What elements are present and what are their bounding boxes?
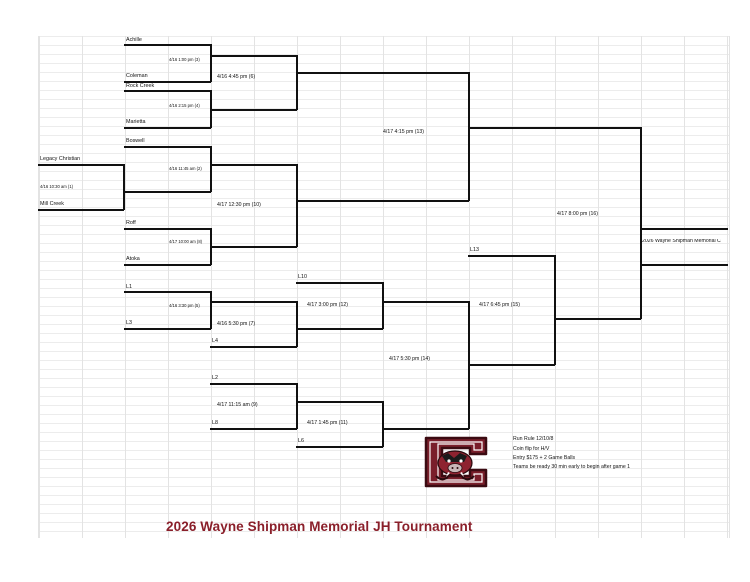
team-marietta: Marietta [126,119,146,125]
slot-l13: L13 [470,247,479,253]
team-atoka: Atoka [126,256,140,262]
note-entry-fee: Entry $175 + 2 Game Balls [513,455,576,461]
game-9-label: 4/17 11:15 am (9) [217,402,258,408]
slot-l6: L6 [298,438,304,444]
slot-l4: L4 [212,338,218,344]
razorback-c-logo-icon [420,432,492,492]
game-7-label: 4/16 5:30 pm (7) [217,321,256,327]
game-13-label: 4/17 4:15 pm (13) [383,129,424,135]
note-coin-flip: Coin flip for H/V [513,446,550,452]
team-boswell: Boswell [126,138,145,144]
game-15-label: 4/17 6:45 pm (15) [479,302,520,308]
team-coleman: Coleman [126,73,148,79]
slot-l3: L3 [126,320,132,326]
slot-l1: L1 [126,284,132,290]
team-rock-creek: Rock Creek [126,83,155,89]
team-roff: Roff [126,220,136,226]
game-11-label: 4/17 1:45 pm (11) [307,420,348,426]
slot-l2: L2 [212,375,218,381]
game-1-label: 4/16 10:30 am (1) [40,184,74,189]
team-legacy-christian: Legacy Christian [40,156,81,162]
spreadsheet-grid [38,36,730,538]
game-14-label: 4/17 5:30 pm (14) [389,356,430,362]
game-16-label: 4/17 8:00 pm (16) [557,211,598,217]
game-5-label: 4/16 3:30 pm (5) [169,303,200,308]
game-12-label: 4/17 3:00 pm (12) [307,302,348,308]
game-10-label: 4/17 12:30 pm (10) [217,202,261,208]
champion-label: 2026 Wayne Shipman Memorial C [642,239,721,244]
game-8-label: 4/17 10:00 am (8) [169,239,203,244]
page-title: 2026 Wayne Shipman Memorial JH Tournamen… [166,519,473,534]
game-3-label: 4/16 1:00 pm (3) [169,57,200,62]
game-2-label: 4/16 11:45 am (2) [169,166,202,171]
slot-l10: L10 [298,274,307,280]
note-run-rule: Run Rule 12/10/8 [513,436,554,442]
game-4-label: 4/16 2:15 pm (4) [169,103,200,108]
game-6-label: 4/16 4:45 pm (6) [217,74,256,80]
team-mill-creek: Mill Creek [40,201,64,207]
slot-l8: L8 [212,420,218,426]
note-ready: Teams be ready 30 min early to begin aft… [513,464,631,470]
team-achille: Achille [126,37,142,43]
